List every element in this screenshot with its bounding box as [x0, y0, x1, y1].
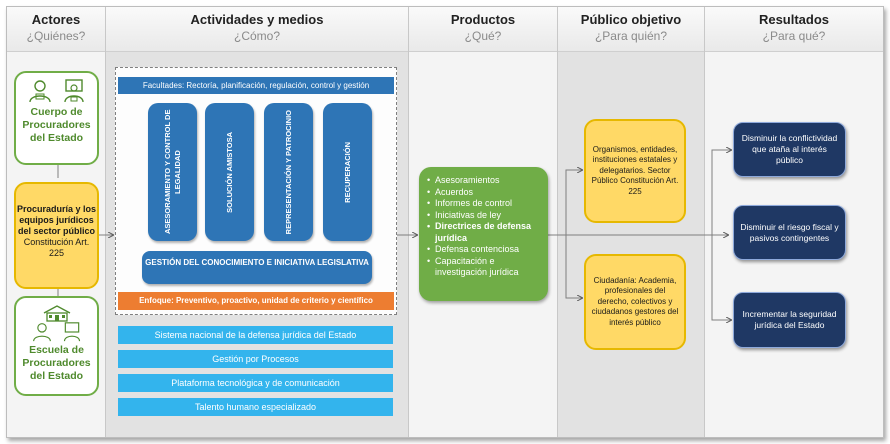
product-item: Iniciativas de ley [427, 210, 544, 222]
column-subtitle: ¿Para quién? [594, 29, 668, 43]
column-header: Actividades y medios ¿Cómo? [106, 7, 408, 52]
column-subtitle: ¿Para qué? [762, 29, 826, 43]
column-subtitle: ¿Quiénes? [26, 29, 86, 43]
column-title: Productos [450, 12, 516, 27]
lawyer-icon [63, 322, 80, 342]
support-bar-sistema: Sistema nacional de la defensa jurídica … [118, 326, 393, 344]
result-riesgo-fiscal: Disminuir el riesgo fiscal y pasivos con… [733, 205, 846, 260]
column-header: Público objetivo ¿Para quién? [558, 7, 704, 52]
product-item: Informes de control [427, 198, 544, 210]
gestion-conocimiento-box: GESTIÓN DEL CONOCIMIENTO E INICIATIVA LE… [142, 251, 372, 284]
audience-label: Ciudadanía: Academia, profesionales del … [591, 275, 679, 327]
audience-ciudadania: Ciudadanía: Academia, profesionales del … [584, 254, 686, 350]
support-bar-procesos: Gestión por Procesos [118, 350, 393, 368]
product-item: Capacitación e investigación jurídica [427, 256, 544, 279]
school-icon [43, 305, 70, 322]
column-header: Resultados ¿Para qué? [705, 7, 883, 52]
actor-procuraduria: Procuraduría y los equipos jurídicos del… [14, 182, 99, 289]
enfoque-bar: Enfoque: Preventivo, proactivo, unidad d… [118, 292, 394, 310]
audience-sector-publico: Organismos, entidades, instituciones est… [584, 119, 686, 223]
connector-to-audience-1 [565, 170, 582, 235]
pillar-recuperacion: RECUPERACIÓN [323, 103, 372, 241]
column-header: Productos ¿Qué? [409, 7, 557, 52]
result-conflictividad: Disminuir la conflictividad que ataña al… [733, 122, 846, 177]
pillar-label: ASESORAMIENTO Y CONTROL DE LEGALIDAD [162, 109, 182, 235]
actor-label: Procuraduría y los equipos jurídicos del… [16, 204, 97, 236]
column-title: Público objetivo [580, 12, 682, 27]
actor-note: Constitución Art. 225 [23, 237, 90, 258]
product-item: Defensa contenciosa [427, 244, 544, 256]
actor-label: Cuerpo de Procuradores del Estado [22, 106, 91, 144]
actor-label: Escuela de Procuradores del Estado [22, 344, 91, 382]
product-item: Acuerdos [427, 187, 544, 199]
result-label: Incrementar la seguridad jurídica del Es… [742, 309, 837, 330]
facultades-bar: Facultades: Rectoría, planificación, reg… [118, 77, 394, 94]
connector-to-result-3 [711, 235, 731, 320]
pillar-label: SOLUCIÓN AMISTOSA [224, 131, 234, 213]
procurador-icon [32, 323, 51, 342]
column-title: Resultados [758, 12, 830, 27]
products-box: Asesoramientos Acuerdos Informes de cont… [419, 167, 548, 301]
result-seguridad-juridica: Incrementar la seguridad jurídica del Es… [733, 292, 846, 348]
column-title: Actividades y medios [190, 12, 324, 27]
result-label: Disminuir el riesgo fiscal y pasivos con… [740, 221, 839, 243]
connector-to-result-1 [711, 150, 731, 235]
column-subtitle: ¿Cómo? [233, 29, 280, 43]
pillar-asesoramiento: ASESORAMIENTO Y CONTROL DE LEGALIDAD [148, 103, 197, 241]
column-publico: Público objetivo ¿Para quién? [557, 7, 704, 437]
audience-label: Organismos, entidades, instituciones est… [591, 144, 679, 196]
support-bar-plataforma: Plataforma tecnológica y de comunicación [118, 374, 393, 392]
connector-to-audience-2 [565, 235, 582, 298]
pillar-label: REPRESENTACIÓN Y PATROCINIO [283, 109, 293, 235]
result-label: Disminuir la conflictividad que ataña al… [741, 133, 838, 165]
product-item: Directrices de defensa jurídica [427, 221, 544, 244]
actor-cuerpo-procuradores: Cuerpo de Procuradores del Estado [14, 71, 99, 165]
product-item: Asesoramientos [427, 175, 544, 187]
pillar-label: RECUPERACIÓN [342, 141, 352, 203]
column-title: Actores [31, 12, 81, 27]
column-subtitle: ¿Qué? [464, 29, 502, 43]
procurador-icon [28, 80, 51, 103]
column-header: Actores ¿Quiénes? [7, 7, 105, 52]
pillar-solucion-amistosa: SOLUCIÓN AMISTOSA [205, 103, 254, 241]
lawyer-icon [63, 79, 84, 103]
actor-escuela-procuradores: Escuela de Procuradores del Estado [14, 296, 99, 396]
support-bar-talento: Talento humano especializado [118, 398, 393, 416]
pillar-representacion: REPRESENTACIÓN Y PATROCINIO [264, 103, 313, 241]
